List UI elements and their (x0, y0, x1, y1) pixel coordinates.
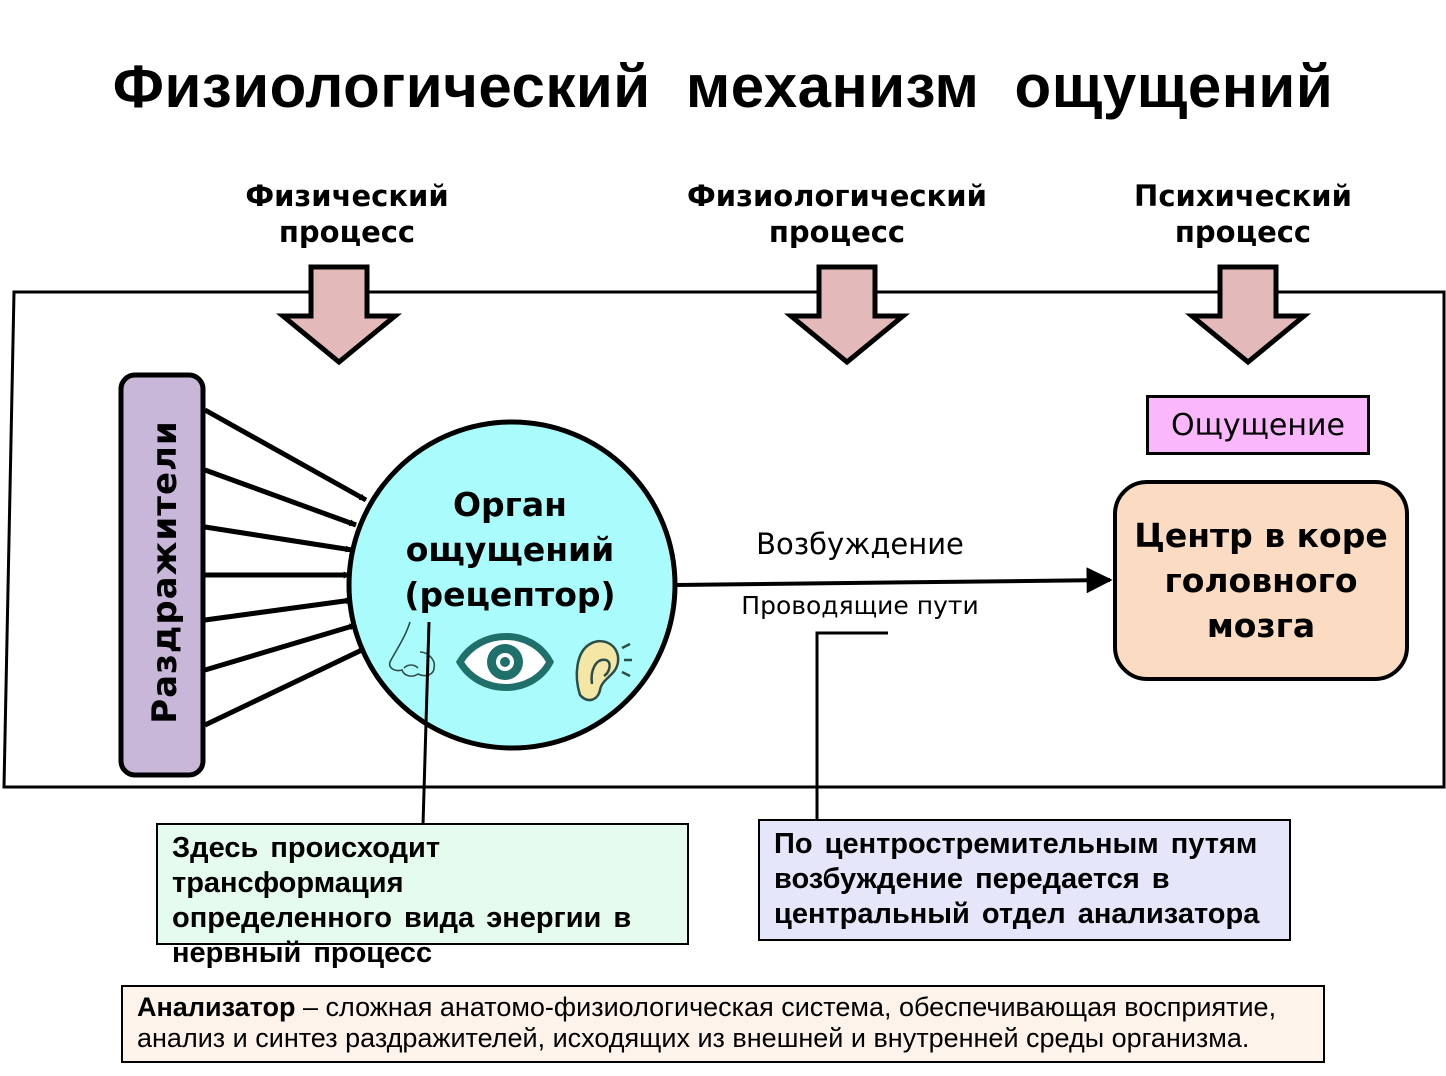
mental-process-label: Психический процесс (1093, 178, 1393, 250)
definition-text: – сложная анатомо-физиологическая систем… (137, 992, 1277, 1053)
stimulus-arrow-6 (204, 622, 357, 673)
mental-process-line2: процесс (1174, 215, 1312, 249)
stimulus-arrow-7 (203, 645, 368, 728)
brain-center-line2: головного (1164, 561, 1358, 600)
pathways-note-line3: центральный отдел анализатора (774, 898, 1260, 930)
mental-process-line1: Психический (1134, 179, 1352, 213)
eye-icon (455, 633, 554, 691)
organ-label-line1: Орган (453, 485, 567, 524)
physical-process-arrow (276, 264, 402, 366)
nose-icon (388, 621, 436, 677)
diagram-frame (2, 290, 1446, 789)
ear-icon (575, 639, 632, 702)
brain-center-line3: мозга (1206, 606, 1316, 645)
pathways-note-line2: возбуждение передается в (774, 863, 1170, 895)
brain-center-box: Центр в коре головного мозга (1113, 480, 1409, 681)
receptor-note-line1: Здесь происходит трансформация (172, 832, 441, 899)
stimulus-arrow-2 (204, 467, 357, 528)
page-title: Физиологический механизм ощущений (112, 53, 1334, 120)
stimulus-arrows (203, 407, 368, 728)
brain-center-line1: Центр в коре (1134, 516, 1388, 555)
physical-process-line1: Физический (245, 179, 449, 213)
feeling-box: Ощущение (1146, 395, 1370, 455)
stimulus-arrow-5 (204, 597, 353, 623)
stimuli-label: Раздражители (145, 392, 185, 752)
callout-line-receptor (421, 621, 431, 826)
callout-line-pathways (815, 631, 888, 822)
stimulus-arrow-1 (203, 407, 368, 503)
excitation-arrow (674, 567, 1113, 594)
receptor-note-line3: нервный процесс (172, 937, 433, 969)
organ-label: Орган ощущений (рецептор) (380, 482, 640, 617)
stimuli-bar (118, 372, 206, 778)
definition-term: Анализатор (137, 992, 296, 1022)
pathways-label: Проводящие пути (741, 591, 979, 620)
organ-label-line2: ощущений (405, 530, 615, 569)
receptor-note-line2: определенного вида энергии в (172, 902, 632, 934)
analyzer-definition: Анализатор – сложная анатомо-физиологиче… (121, 985, 1325, 1063)
receptor-note: Здесь происходит трансформация определен… (156, 823, 689, 969)
physical-process-line2: процесс (278, 215, 416, 249)
stimuli-label-text: Раздражители (145, 420, 185, 724)
physiological-process-label: Физиологический процесс (637, 178, 1037, 250)
physiological-process-line1: Физиологический (687, 179, 987, 213)
physiological-process-line2: процесс (768, 215, 906, 249)
mental-process-arrow (1185, 264, 1311, 366)
excitation-label: Возбуждение (756, 527, 964, 561)
pathways-note: По центростремительным путям возбуждение… (758, 819, 1291, 941)
pathways-note-line1: По центростремительным путям (774, 828, 1258, 860)
physical-process-label: Физический процесс (197, 178, 497, 250)
stimulus-arrow-3 (204, 524, 353, 553)
physiological-process-arrow (784, 264, 910, 366)
organ-label-line3: (рецептор) (404, 575, 616, 614)
